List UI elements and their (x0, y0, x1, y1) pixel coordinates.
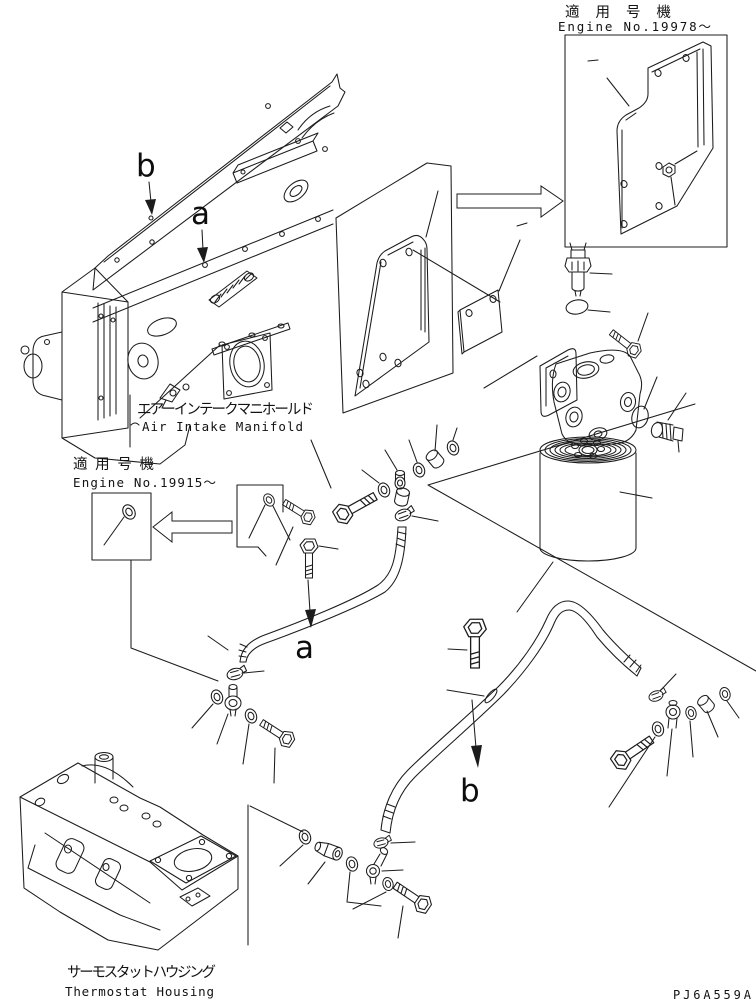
thermostat-label-en: Thermostat Housing (65, 984, 214, 999)
detail-leader (130, 559, 219, 682)
oil-filter-cartridge (539, 436, 653, 562)
plug-fitting (650, 392, 687, 453)
marker-b-label: b (136, 148, 156, 184)
group-wedge-leader (427, 403, 756, 672)
tube-b-leader (516, 561, 554, 613)
detail-arrow-right (456, 185, 564, 218)
cover-plate-large (335, 162, 501, 414)
inset-applicability-jp: 適 用 号 機 (565, 3, 671, 21)
thermostat-label-jp: サーモスタットハウジング (67, 964, 216, 981)
detail-box-19915 (91, 492, 219, 682)
bolt-small-1 (275, 494, 318, 566)
group-leader (247, 804, 304, 946)
o-ring-plug (631, 376, 658, 429)
inset-box-19978 (564, 34, 728, 248)
alignment-line (412, 249, 501, 303)
manifold-leader (139, 344, 221, 419)
marker-a-bottom: a (295, 579, 316, 666)
marker-b-label: b (460, 773, 480, 809)
water-tube-a (207, 504, 439, 663)
bolt-long (447, 618, 487, 669)
thermostat-housing (19, 751, 239, 951)
plate-leader (425, 190, 439, 238)
bolt-small-2 (299, 538, 339, 579)
inset-frame (564, 34, 728, 248)
banjo-eye-b (665, 699, 681, 777)
o-ring-sensor (565, 299, 611, 315)
elbow-fitting-a (216, 683, 242, 745)
housing-flange (149, 835, 237, 884)
engine-front-block (20, 267, 191, 465)
tube-a-fittings (191, 664, 298, 784)
nipple-fitting (307, 841, 343, 885)
mount-bar (232, 132, 319, 184)
marker-a-top: a (191, 196, 210, 263)
detail-frame (91, 492, 152, 561)
marker-b-bottom: b (460, 699, 482, 809)
inset-nut (662, 150, 698, 206)
text-labels: 適 用 号 機 Engine No.19978～ エアーインテークマニホールド … (65, 3, 753, 1002)
marker-a-label: a (295, 630, 314, 666)
marker-b-top: b (136, 148, 156, 221)
inset-cover-plate (587, 41, 714, 235)
bolt-large (310, 439, 381, 528)
bolt-filter-head (605, 312, 649, 361)
gasket-strip (208, 270, 258, 308)
temperature-sensor (564, 242, 613, 297)
elbow-fitting-b (365, 847, 404, 885)
bracket-leader (483, 355, 538, 389)
tube-b-fittings (607, 673, 740, 808)
water-tube-b (380, 561, 642, 834)
detail-arrow-left (152, 510, 233, 544)
manifold-label-en: Air Intake Manifold (142, 419, 303, 434)
inset-applicability-en: Engine No.19978～ (558, 19, 711, 34)
intake-flange (221, 332, 273, 400)
bottom-fitting-group (247, 804, 435, 946)
drawing-code: PJ6A559A (673, 988, 753, 1002)
washer-spacer-row (361, 403, 756, 672)
air-intake-manifold-assembly (20, 73, 346, 465)
partial-box (236, 484, 291, 557)
oil-filter-head (483, 348, 643, 447)
marker-a-label: a (191, 196, 210, 232)
mid-applicability-jp: 適 用 号 機 (73, 455, 154, 473)
mid-applicability-en: Engine No.19915～ (73, 475, 216, 490)
small-plate (457, 222, 528, 355)
banjo-eye-small (384, 449, 406, 490)
manifold-label-jp: エアーインテークマニホールド (137, 401, 314, 418)
